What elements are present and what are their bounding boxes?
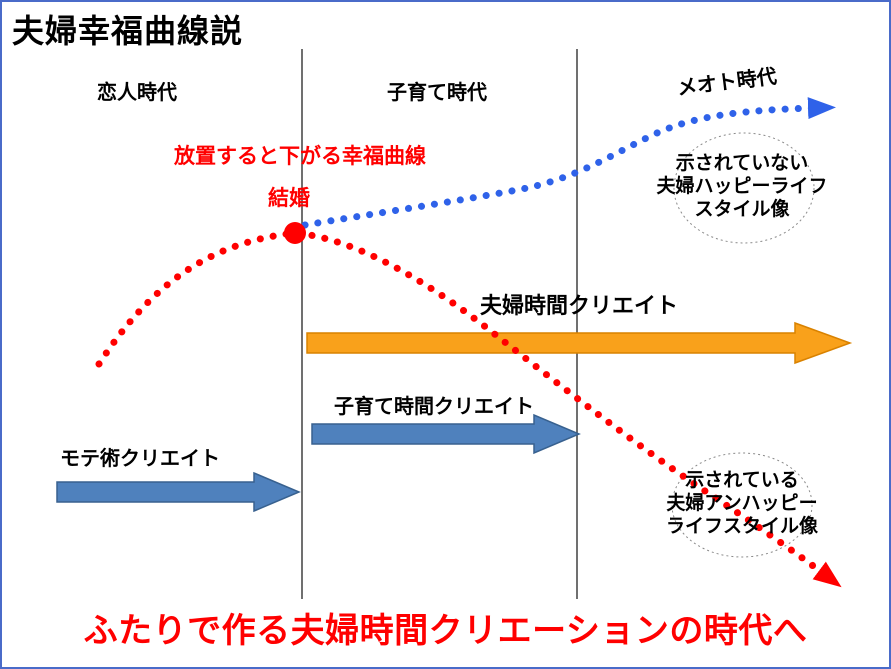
page-title: 夫婦幸福曲線説 [12, 13, 244, 49]
red-happiness-curve [95, 229, 842, 588]
mote-arrow-label: モテ術クリエイト [60, 448, 220, 470]
couple-time-arrow [306, 321, 853, 365]
marriage-dot [284, 222, 306, 244]
era-label-lover: 恋人時代 [97, 82, 177, 104]
couple-time-arrow-label: 夫婦時間クリエイト [480, 293, 679, 318]
unhappy-lifestyle-line2: 夫婦アンハッピー [666, 493, 818, 514]
unhappy-lifestyle-line1: 示されている [685, 470, 799, 491]
happy-lifestyle-line1: 示されていない [675, 153, 809, 174]
blue-ideal-curve [301, 97, 836, 229]
happy-lifestyle-ellipse [673, 132, 815, 244]
unhappy-lifestyle-note: 示されている 夫婦アンハッピー ライフスタイル像 [639, 469, 845, 538]
marriage-label: 結婚 [268, 187, 310, 210]
unhappy-lifestyle-line3: ライフスタイル像 [665, 516, 818, 537]
footer-slogan: ふたりで作る夫婦時間クリエーションの時代へ [83, 612, 808, 650]
unhappy-lifestyle-ellipse [671, 452, 813, 558]
childcare-time-arrow-label: 子育て時間クリエイト [334, 396, 534, 418]
happy-lifestyle-line2: 夫婦ハッピーライフ [656, 176, 828, 197]
era-label-childcare: 子育て時代 [387, 82, 487, 104]
declining-curve-note: 放置すると下がる幸福曲線 [174, 145, 426, 168]
happy-lifestyle-note: 示されていない 夫婦ハッピーライフ スタイル像 [639, 152, 845, 221]
childcare-time-arrow [311, 413, 581, 455]
mote-arrow [56, 471, 301, 513]
happy-lifestyle-line3: スタイル像 [694, 199, 790, 220]
